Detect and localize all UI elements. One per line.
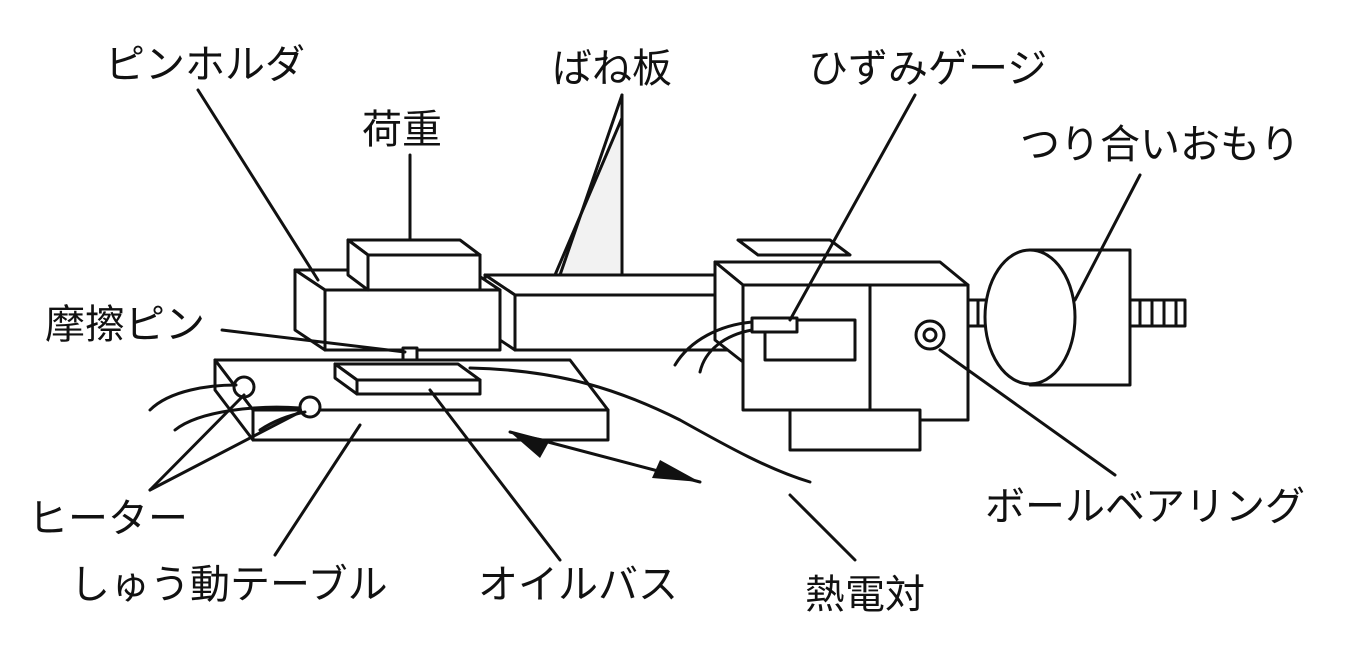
leader-lines [148,88,1142,562]
label-friction-pin: 摩擦ピン [45,302,205,348]
label-ball-bearing: ボールベアリング [985,484,1305,530]
label-strain-gauge: ひずみゲージ [808,46,1047,92]
label-pin-holder: ピンホルダ [105,42,305,88]
labels: ピンホルダ 荷重 ばね板 ひずみゲージ つり合いおもり 摩擦ピン ヒーター しゅ… [28,42,1305,618]
label-sliding-table: しゅう動テーブル [70,562,388,608]
label-thermocouple: 熱電対 [805,572,925,618]
label-heater: ヒーター [28,496,188,542]
apparatus-drawing [148,116,1187,484]
label-oil-bath: オイルバス [478,562,678,608]
label-leaf-spring: ばね板 [552,46,672,92]
label-load: 荷重 [362,107,442,153]
bearing-housing [713,238,970,452]
strain-gauge-element [750,316,799,334]
counterweight-assembly [966,248,1187,387]
label-counterweight: つり合いおもり [1020,122,1300,168]
load-block [346,238,482,292]
oil-bath-block [333,362,482,396]
